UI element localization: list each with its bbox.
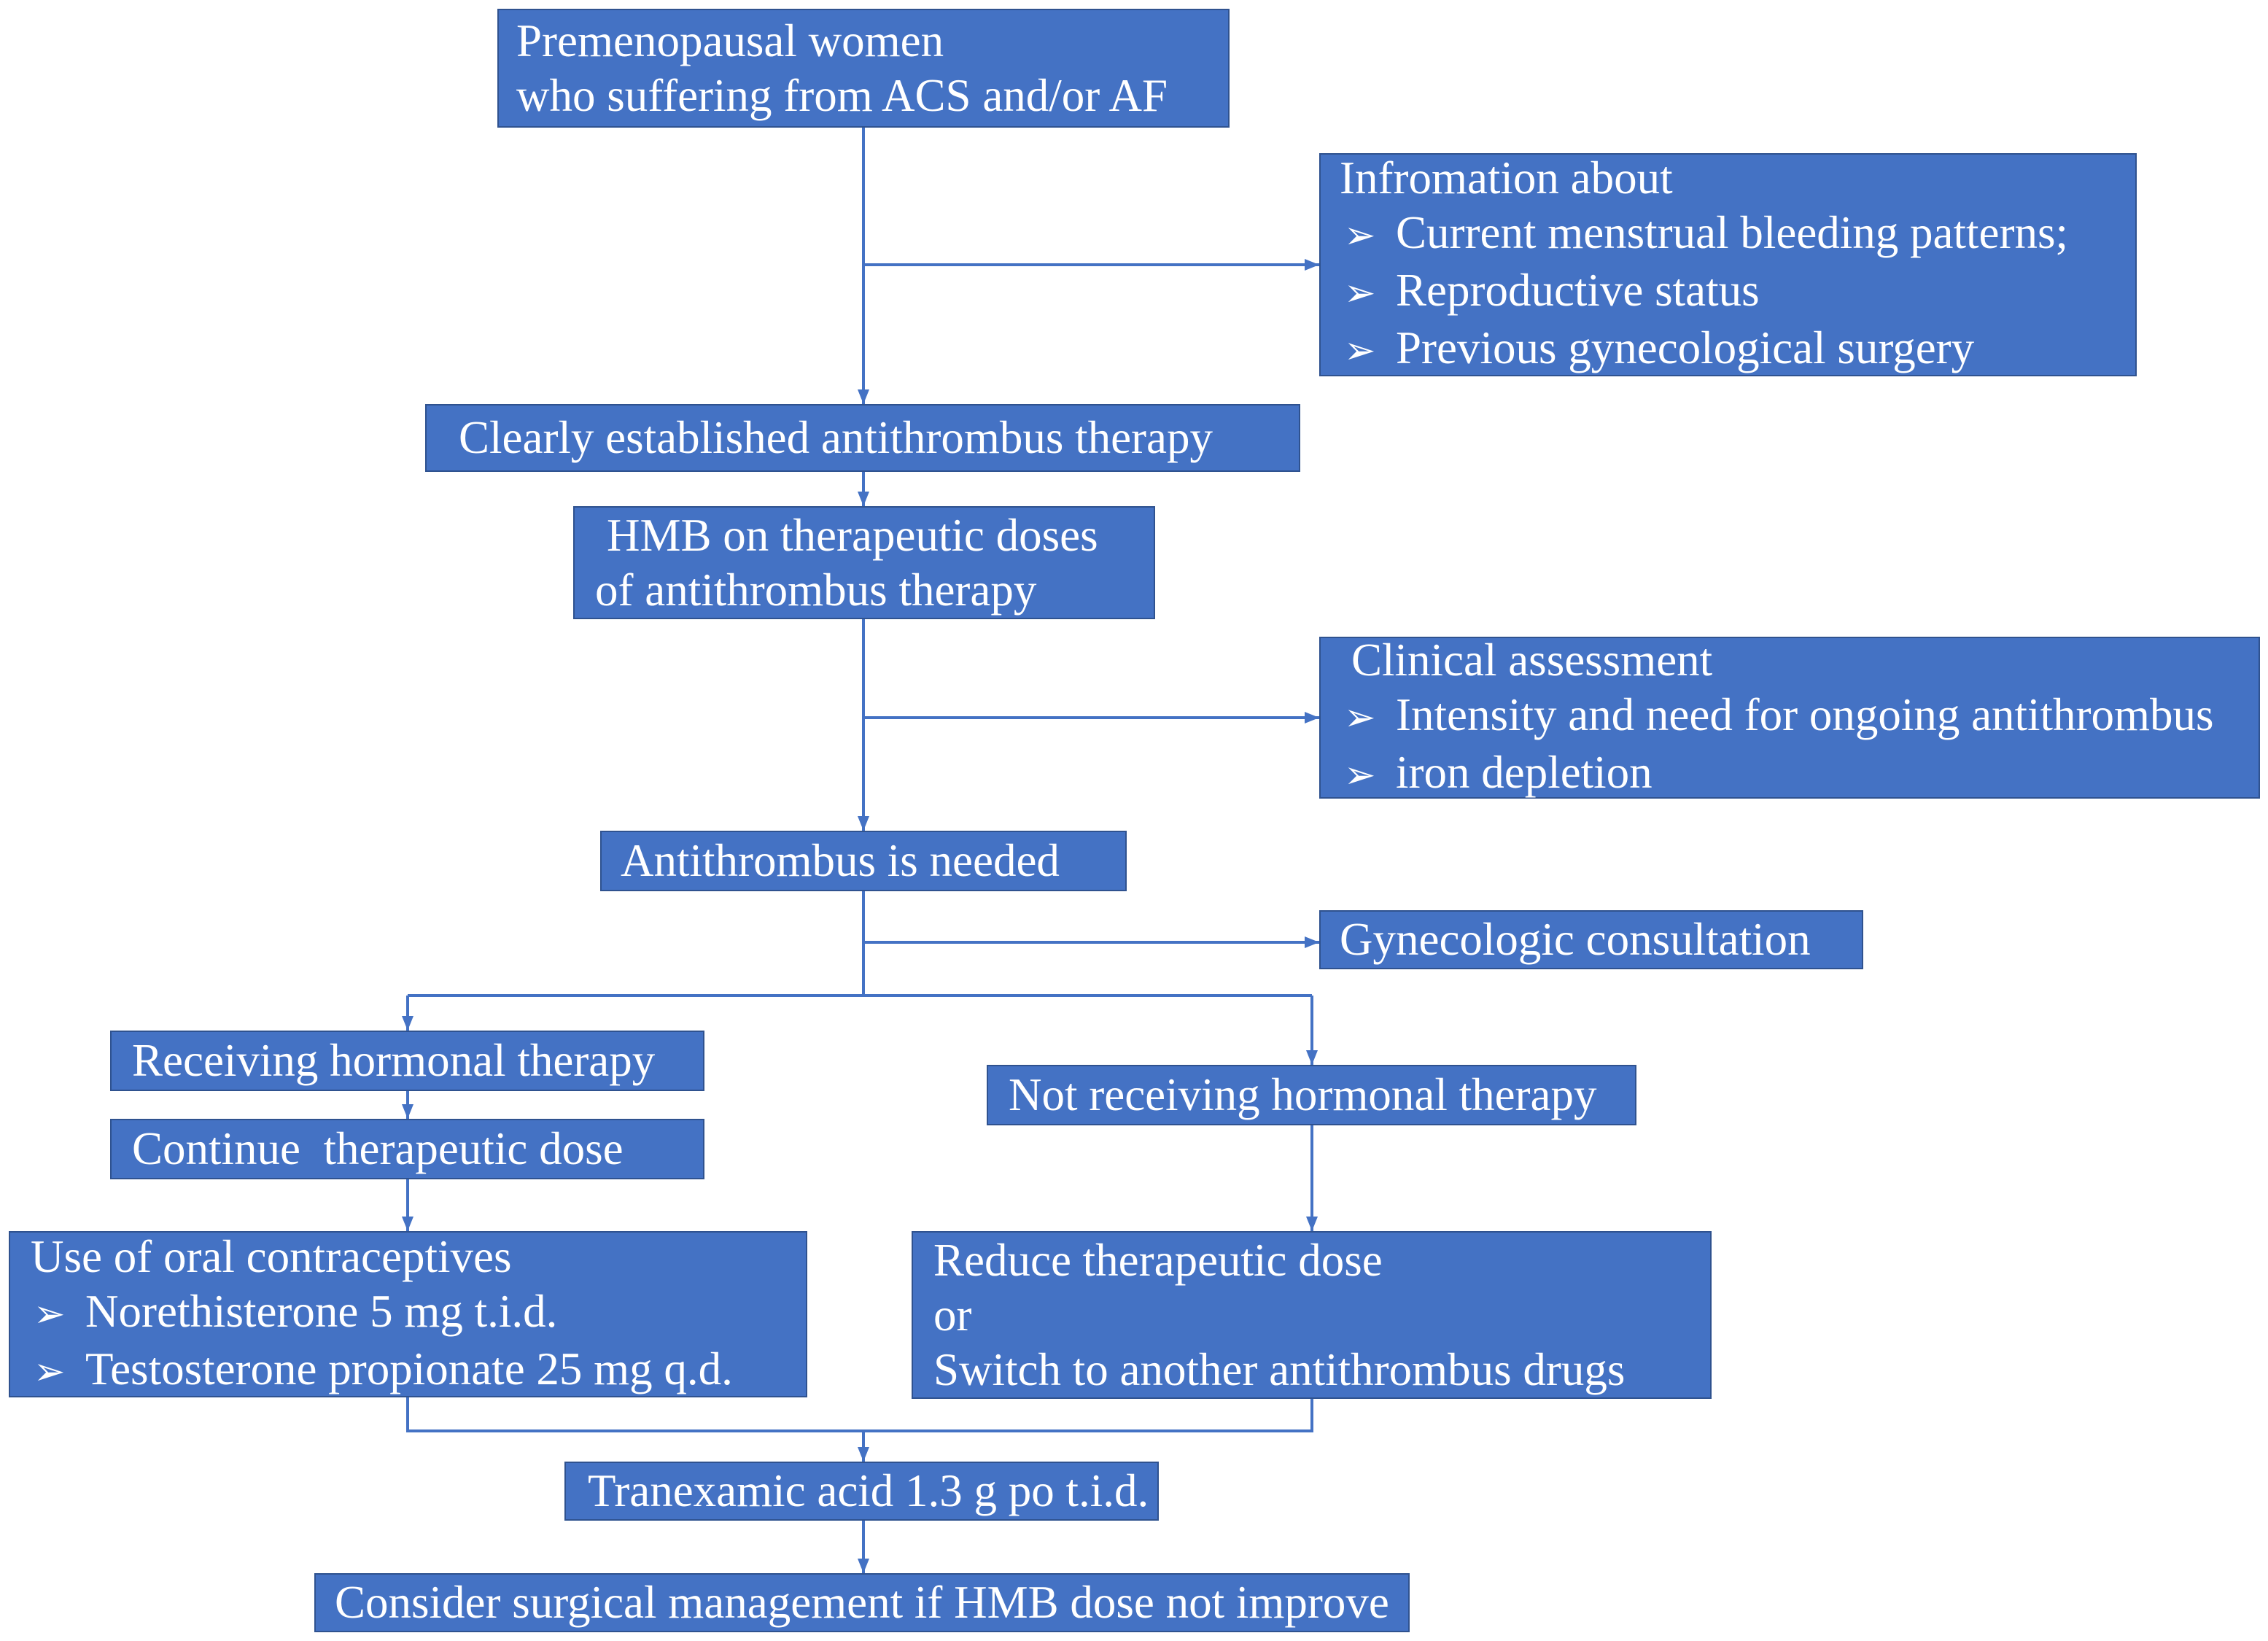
node-text-line: Switch to another antithrombus drugs	[933, 1343, 1626, 1395]
bullet-item: ➢ Testosterone propionate 25 mg q.d.	[34, 1342, 806, 1400]
bullet-text: Testosterone propionate 25 mg q.d.	[85, 1343, 733, 1394]
bullet-text: Current menstrual bleeding patterns;	[1396, 207, 2068, 258]
node-information-about: Infromation about ➢ Current menstrual bl…	[1319, 152, 2137, 379]
node-text-line: of antithrombus therapy	[595, 564, 1037, 616]
arrow-bullet-icon: ➢	[34, 1292, 66, 1336]
node-receiving-hormonal-therapy: Receiving hormonal therapy	[110, 1031, 704, 1091]
arrow-bullet-icon: ➢	[1344, 695, 1376, 740]
node-text: Consider surgical management if HMB dose…	[335, 1577, 1389, 1628]
node-text: Not receiving hormonal therapy	[1009, 1069, 1597, 1120]
bullet-item: ➢ iron depletion	[1344, 745, 2259, 803]
node-gynecologic-consultation: Gynecologic consultation	[1319, 910, 1863, 969]
node-continue-therapeutic-dose: Continue therapeutic dose	[110, 1119, 704, 1179]
node-consider-surgical-management: Consider surgical management if HMB dose…	[314, 1573, 1410, 1632]
bullet-text: Intensity and need for ongoing antithrom…	[1396, 688, 2214, 740]
bullet-text: Reproductive status	[1396, 265, 1760, 316]
node-title: Infromation about	[1340, 152, 1673, 203]
arrow-bullet-icon: ➢	[1344, 271, 1376, 315]
node-title: Use of oral contraceptives	[31, 1230, 512, 1282]
arrow-bullet-icon: ➢	[1344, 329, 1376, 373]
node-text: Clearly established antithrombus therapy	[459, 412, 1213, 463]
node-clinical-assessment: Clinical assessment ➢ Intensity and need…	[1319, 635, 2260, 799]
arrow-bullet-icon: ➢	[1344, 214, 1376, 257]
node-text-line: HMB on therapeutic doses	[607, 509, 1098, 561]
node-premenopausal-women: Premenopausal women who suffering from A…	[497, 9, 1230, 128]
node-title: Clinical assessment	[1351, 634, 1713, 686]
node-established-antithrombus-therapy: Clearly established antithrombus therapy	[425, 404, 1300, 472]
node-hmb-on-therapeutic-doses: HMB on therapeutic doses of antithrombus…	[573, 506, 1155, 619]
bullet-item: ➢ Reproductive status	[1344, 263, 2135, 321]
node-text-line: who suffering from ACS and/or AF	[516, 69, 1168, 121]
connector-merge	[406, 1397, 1313, 1432]
node-text-line: Premenopausal women	[516, 15, 944, 66]
node-antithrombus-is-needed: Antithrombus is needed	[600, 831, 1127, 891]
bullet-item: ➢ Norethisterone 5 mg t.i.d.	[34, 1284, 806, 1342]
node-oral-contraceptives: Use of oral contraceptives ➢ Norethister…	[9, 1231, 807, 1397]
node-text: Continue therapeutic dose	[132, 1123, 624, 1174]
bullet-item: ➢ Intensity and need for ongoing antithr…	[1344, 688, 2259, 745]
bullet-text: iron depletion	[1396, 746, 1653, 798]
node-tranexamic-acid: Tranexamic acid 1.3 g po t.i.d.	[564, 1462, 1159, 1521]
node-text-line: or	[933, 1289, 972, 1341]
bullet-item: ➢ Previous gynecological surgery	[1344, 321, 2135, 379]
bullet-item: ➢ Current menstrual bleeding patterns;	[1344, 206, 2135, 263]
node-text: Gynecologic consultation	[1340, 914, 1811, 965]
arrow-bullet-icon: ➢	[1344, 753, 1376, 797]
bullet-text: Previous gynecological surgery	[1396, 322, 1975, 373]
node-text: Antithrombus is needed	[621, 835, 1060, 886]
bullet-text: Norethisterone 5 mg t.i.d.	[85, 1285, 558, 1337]
node-text: Receiving hormonal therapy	[132, 1035, 656, 1086]
node-reduce-or-switch: Reduce therapeutic dose or Switch to ano…	[912, 1231, 1712, 1399]
node-text: Tranexamic acid 1.3 g po t.i.d.	[588, 1465, 1149, 1516]
node-not-receiving-hormonal-therapy: Not receiving hormonal therapy	[987, 1065, 1636, 1125]
node-text-line: Reduce therapeutic dose	[933, 1234, 1383, 1286]
arrow-bullet-icon: ➢	[34, 1349, 66, 1394]
